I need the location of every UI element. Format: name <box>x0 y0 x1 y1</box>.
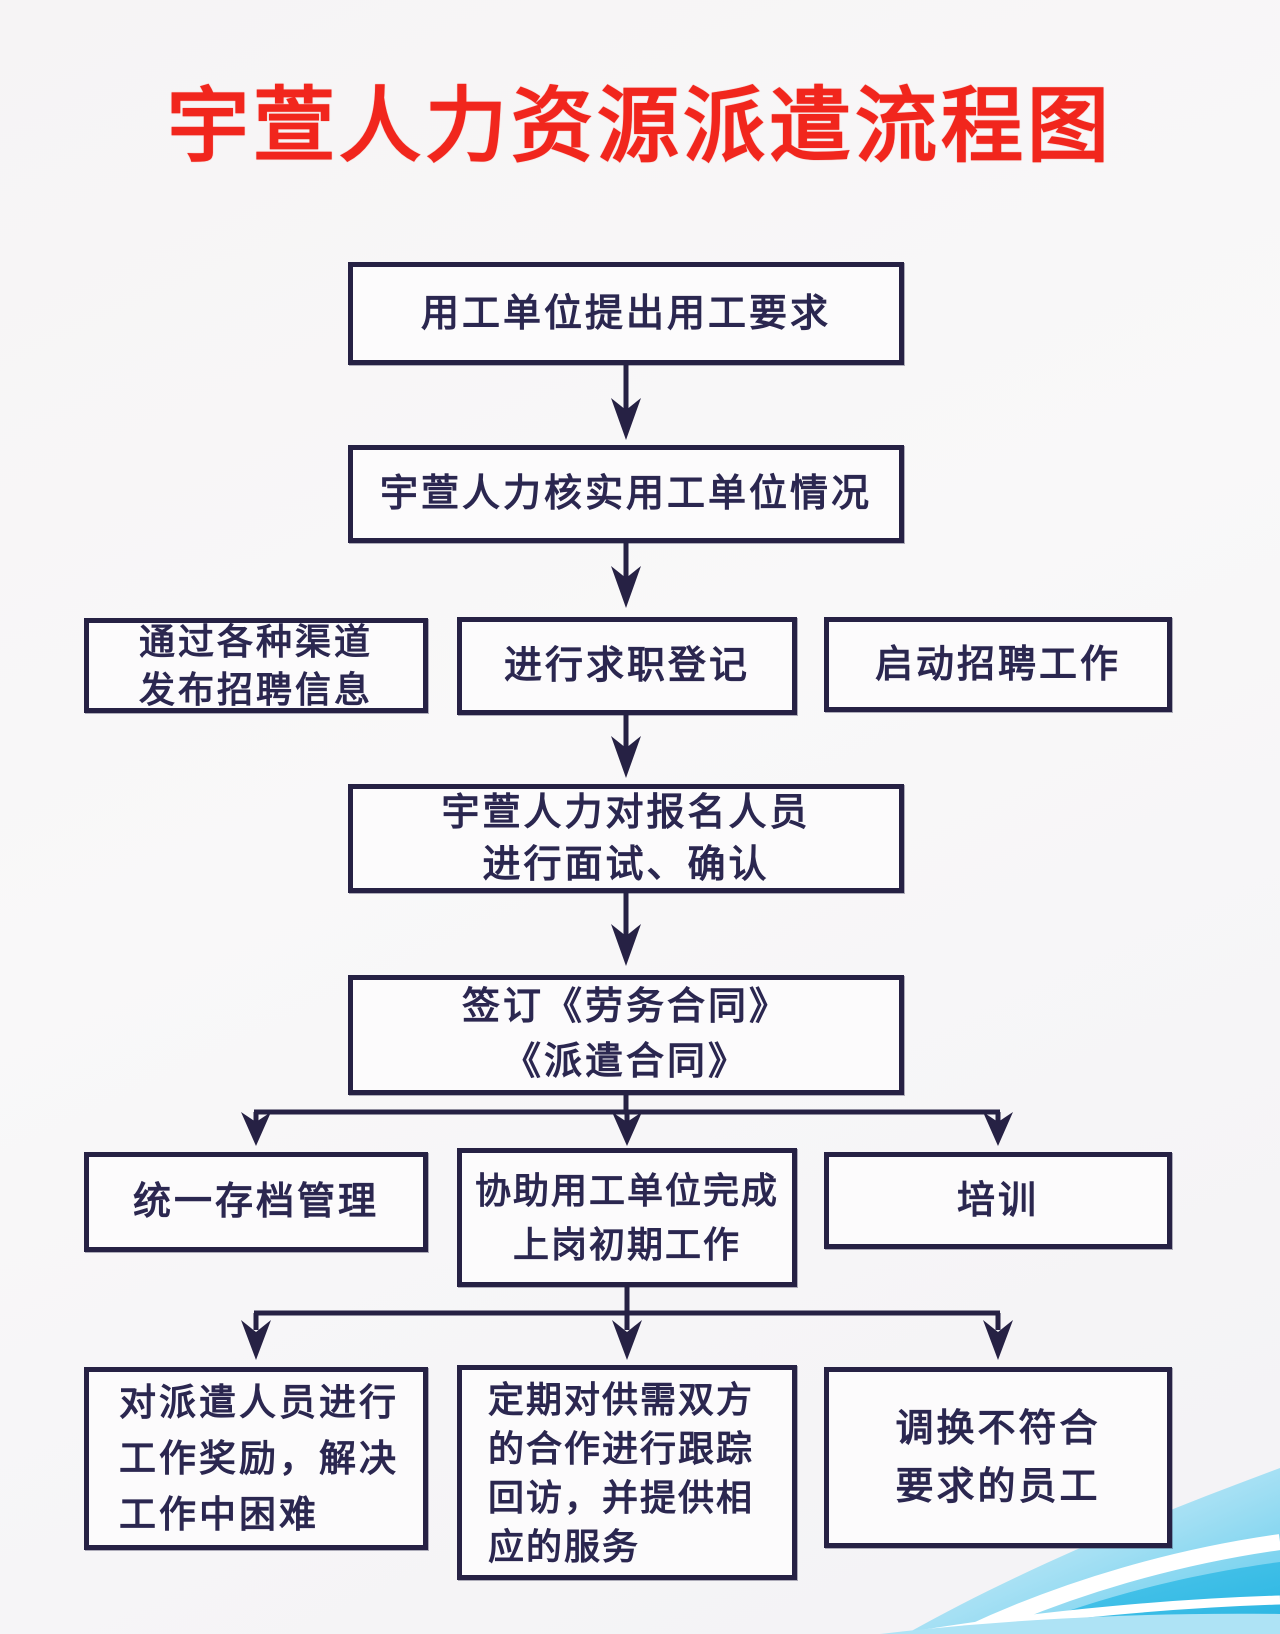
node-text-line: 调换不符合 <box>895 1407 1101 1450</box>
node-text-line: 定期对供需双方 <box>488 1378 755 1420</box>
node-interview-confirm: 宇萱人力对报名人员 进行面试、确认 <box>348 784 904 893</box>
node-text-line: 发布招聘信息 <box>138 668 373 710</box>
arrowhead-2 <box>611 566 641 608</box>
node-employer-demand: 用工单位提出用工要求 <box>348 262 904 365</box>
node-assist-onboarding: 协助用工单位完成 上岗初期工作 <box>457 1148 797 1287</box>
node-text-line: 用工单位提出用工要求 <box>420 292 831 335</box>
branch1-arrowhead-right <box>983 1112 1013 1146</box>
node-text-line: 统一存档管理 <box>132 1181 379 1223</box>
node-text-line: 应的服务 <box>488 1525 641 1567</box>
node-text-line: 对派遣人员进行 <box>119 1381 399 1423</box>
branch1-arrowhead-center <box>612 1112 642 1146</box>
node-start-recruitment: 启动招聘工作 <box>824 617 1172 712</box>
node-text-line: 签订《劳务合同》 <box>461 986 790 1028</box>
node-text-line: 回访，并提供相 <box>488 1476 755 1518</box>
node-text-line: 《派遣合同》 <box>502 1041 749 1083</box>
wave-stripe-white <box>964 1534 1280 1634</box>
branch2-arrowhead-left <box>241 1320 271 1360</box>
node-text-line: 启动招聘工作 <box>874 643 1121 686</box>
node-training: 培训 <box>824 1152 1172 1249</box>
node-text-line: 宇萱人力对报名人员 <box>441 791 811 834</box>
node-verify-employer: 宇萱人力核实用工单位情况 <box>348 445 904 543</box>
node-text-line: 工作中困难 <box>119 1493 319 1535</box>
wave-bottom-strip <box>880 1613 1280 1634</box>
arrowhead-1 <box>611 398 641 440</box>
branch2-arrowhead-center <box>612 1320 642 1360</box>
node-archive-management: 统一存档管理 <box>84 1152 428 1252</box>
node-job-registration: 进行求职登记 <box>457 617 797 715</box>
poster-title: 宇萱人力资源派遣流程图 <box>166 81 1113 172</box>
node-text-line: 上岗初期工作 <box>512 1223 741 1265</box>
node-text-line: 要求的员工 <box>895 1465 1101 1508</box>
arrowhead-3 <box>611 736 641 778</box>
node-reward-and-support: 对派遣人员进行 工作奖励，解决 工作中困难 <box>84 1367 428 1550</box>
arrowhead-4 <box>611 924 641 966</box>
node-text-line: 进行求职登记 <box>503 645 750 687</box>
node-replace-staff: 调换不符合 要求的员工 <box>824 1367 1172 1548</box>
node-text-line: 通过各种渠道 <box>138 620 373 662</box>
node-text-line: 协助用工单位完成 <box>474 1169 779 1211</box>
branch1-arrowhead-left <box>241 1112 271 1146</box>
node-text-line: 进行面试、确认 <box>482 843 770 886</box>
node-text-line: 培训 <box>956 1179 1039 1222</box>
wave-stripe-bottom-white <box>924 1595 1280 1634</box>
node-text-line: 的合作进行跟踪 <box>488 1427 755 1469</box>
node-follow-up-service: 定期对供需双方 的合作进行跟踪 回访，并提供相 应的服务 <box>457 1365 797 1580</box>
node-publish-recruit-info: 通过各种渠道 发布招聘信息 <box>84 618 428 713</box>
node-text-line: 工作奖励，解决 <box>119 1437 399 1479</box>
node-text-line: 宇萱人力核实用工单位情况 <box>379 473 872 515</box>
branch2-arrowhead-right <box>983 1320 1013 1360</box>
wave-band-lower <box>1005 1562 1280 1634</box>
node-sign-contracts: 签订《劳务合同》 《派遣合同》 <box>348 975 904 1095</box>
